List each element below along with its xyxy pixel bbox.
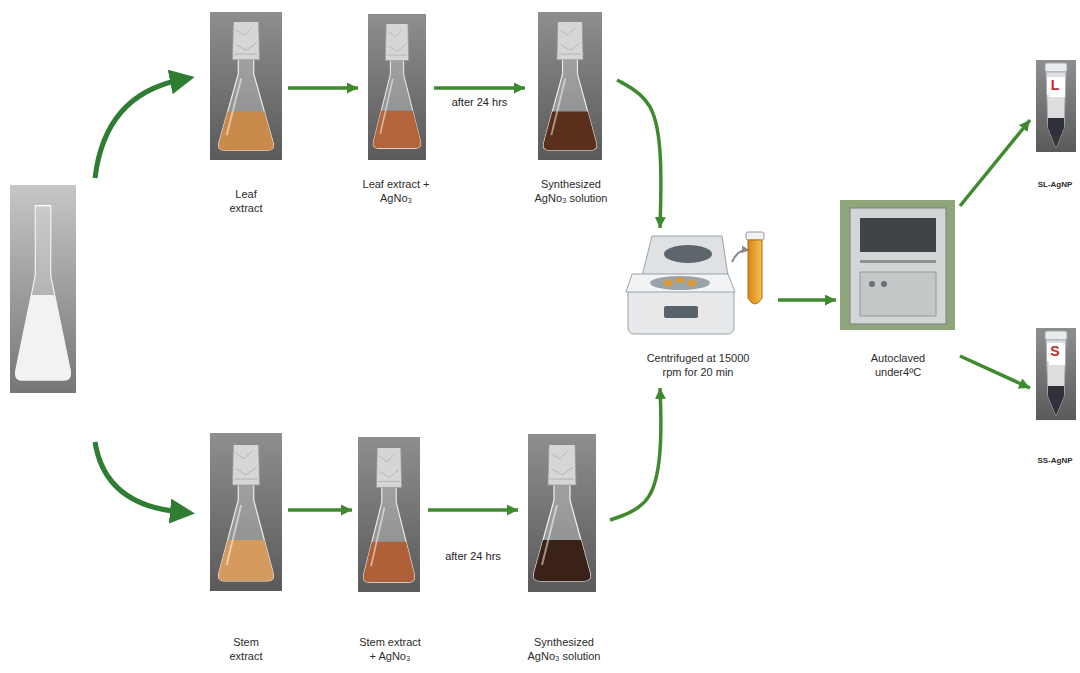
photo-ground <box>840 200 955 330</box>
process-step: Stem extract <box>204 430 288 666</box>
flow-arrow <box>288 508 352 512</box>
rotor-tube <box>687 280 697 286</box>
autoclave-handle <box>860 260 936 263</box>
tube-label: S <box>1047 343 1063 361</box>
flask <box>534 442 591 581</box>
process-step: S SS-AgNP <box>1030 322 1080 472</box>
tube-sample <box>1048 118 1064 148</box>
flask <box>219 442 274 581</box>
autoclave-body <box>850 208 946 324</box>
tube-cap <box>1045 63 1067 72</box>
flow-arrow <box>428 508 518 512</box>
tube-cap <box>1045 331 1067 340</box>
centrifuge-window <box>664 245 712 263</box>
flow-arrow <box>617 80 661 228</box>
flow-arrow <box>434 86 525 90</box>
step-caption: Leaf extract + AgNo₃ <box>361 178 431 206</box>
photo-ground <box>1036 328 1076 420</box>
edge-label: after 24 hrs <box>443 550 503 564</box>
step-caption: Autoclaved under4ºC <box>855 352 941 380</box>
process-step: Leaf extract <box>204 10 288 220</box>
rotor-tube <box>675 278 685 283</box>
flow-arrow <box>288 86 358 90</box>
flow-arrow <box>960 356 1030 388</box>
step-caption: Synthesized AgNo₃ solution <box>519 636 609 664</box>
tube-label: L <box>1047 77 1063 95</box>
photo-ground <box>1036 60 1076 152</box>
edge-label: after 24 hrs <box>450 96 510 110</box>
step-caption: Stem extract + AgNo₃ <box>355 636 425 664</box>
branch-arrow <box>95 442 180 512</box>
photo-ground <box>538 12 602 160</box>
sample-tube <box>748 240 762 304</box>
flask <box>543 19 596 150</box>
flask <box>373 21 420 148</box>
sample-tube <box>1046 340 1066 416</box>
photo-ground <box>210 433 282 591</box>
process-step: Synthesized AgNo₃ solution <box>518 430 610 666</box>
photo-ground <box>358 437 420 592</box>
rotor-tube <box>663 280 673 286</box>
autoclave-button <box>869 281 875 287</box>
tube-sample <box>1048 386 1064 416</box>
process-step: Autoclaved under4ºC <box>836 196 960 386</box>
flask <box>219 19 274 150</box>
process-step: Synthesized AgNo₃ solution <box>525 10 617 210</box>
autoclave-panel <box>860 272 936 316</box>
flask <box>363 445 414 582</box>
step-caption: Leaf extract <box>221 188 271 216</box>
step-caption: SS-AgNP <box>1032 456 1078 466</box>
process-step: L SL-AgNP <box>1030 56 1080 196</box>
centrifuge-top <box>626 274 735 292</box>
photo-ground <box>368 14 426 160</box>
centrifuge-body <box>628 288 734 334</box>
photo-ground <box>210 12 282 160</box>
control-panel <box>664 306 698 318</box>
process-step: Centrifuged at 15000 rpm for 20 min <box>618 228 778 388</box>
flow-arrow <box>778 298 836 302</box>
centrifuge-lid <box>642 236 728 276</box>
branch-arrow <box>95 80 180 178</box>
step-caption: Synthesized AgNo₃ solution <box>526 178 616 206</box>
flow-arrow <box>610 388 661 520</box>
photo-ground <box>10 185 76 393</box>
flask <box>16 205 71 380</box>
autoclave-window <box>860 218 936 252</box>
process-step: Stem extract + AgNo₃ <box>352 430 428 666</box>
step-caption: Centrifuged at 15000 rpm for 20 min <box>639 352 757 380</box>
autoclave-button <box>881 281 887 287</box>
step-caption: SL-AgNP <box>1032 180 1078 190</box>
centrifuge-rotor <box>650 276 710 290</box>
flow-arrow <box>960 120 1030 206</box>
sample-tube <box>1046 72 1066 148</box>
tube-group <box>1036 328 1076 420</box>
process-step: Leaf extract + AgNo₃ <box>358 10 434 210</box>
pointer-arrow <box>732 250 748 262</box>
tube-cap <box>746 232 764 240</box>
step-caption: Stem extract <box>221 636 271 664</box>
photo-ground <box>528 434 596 592</box>
